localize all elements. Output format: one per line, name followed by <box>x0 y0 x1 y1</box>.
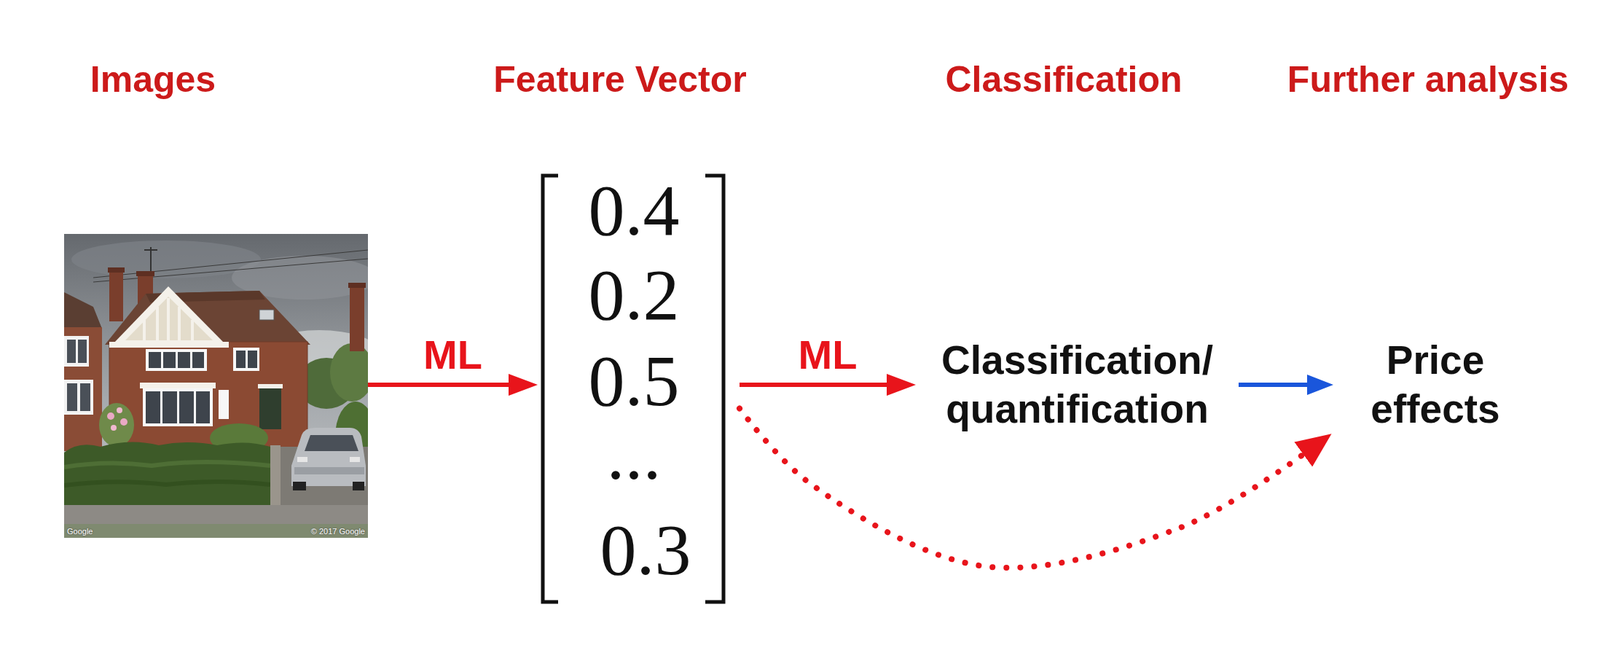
right-bracket <box>705 175 724 602</box>
house-photo <box>64 233 368 538</box>
column-heading: Further analysis <box>1287 59 1569 100</box>
edge-label: ML <box>423 334 483 376</box>
vector-value: 0.4 <box>588 174 680 247</box>
connector-arrow <box>367 382 509 387</box>
process-text: Classification/ quantification <box>915 328 1239 441</box>
connector-arrow <box>739 408 1304 569</box>
connector-arrow <box>1238 382 1308 387</box>
feature-vector: 0.4 0.2 0.5... 0.3 <box>537 171 740 606</box>
left-bracket <box>542 175 559 602</box>
node-text: Price effects <box>1370 335 1500 434</box>
result-text: Price effects <box>1333 328 1538 441</box>
neighbour-house <box>64 292 103 452</box>
windows <box>139 347 283 430</box>
node-text: Classification/ quantification <box>941 335 1214 434</box>
sky <box>64 233 368 538</box>
connector-arrow <box>739 382 887 387</box>
column-heading: Classification <box>944 59 1182 100</box>
vector-value: ... <box>606 418 662 492</box>
column-heading: Feature Vector <box>493 59 747 100</box>
photo-frame: Google © 2017 Google <box>64 233 368 538</box>
tudor-gable <box>109 286 229 348</box>
background-trees <box>297 343 368 409</box>
vector-value: 0.3 <box>600 513 692 587</box>
roof <box>104 290 311 345</box>
edge-label: ML <box>798 334 858 376</box>
hedge <box>64 441 281 507</box>
vector-value: 0.5 <box>588 344 680 418</box>
pavement <box>64 504 368 538</box>
watermark: © 2017 Google <box>311 527 366 536</box>
watermark: Google <box>67 527 93 536</box>
column-heading: Images <box>90 59 216 100</box>
car <box>291 427 366 491</box>
brick-wall <box>109 341 308 450</box>
vector-value: 0.2 <box>588 258 680 332</box>
